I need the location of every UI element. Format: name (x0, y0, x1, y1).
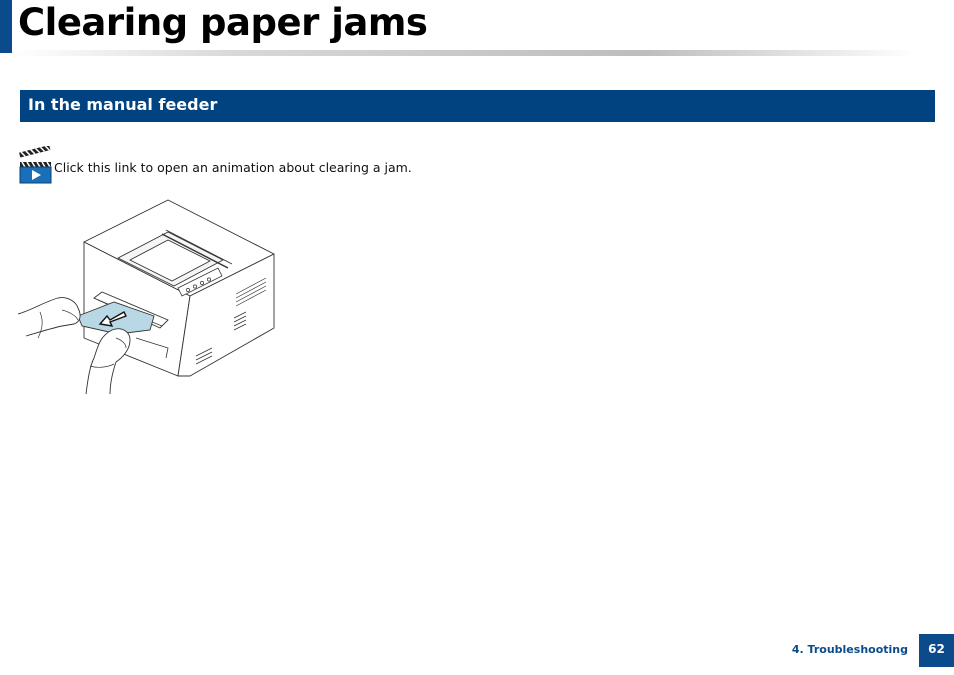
section-heading: In the manual feeder (28, 95, 218, 114)
page-title: Clearing paper jams (18, 1, 428, 44)
title-accent-bar (0, 0, 12, 53)
title-underline (12, 50, 916, 56)
page-number: 62 (919, 634, 954, 667)
animation-link[interactable]: Click this link to open an animation abo… (54, 160, 412, 175)
manual-feeder-jam-illustration (18, 199, 275, 395)
video-clapper-icon[interactable] (18, 146, 52, 184)
footer-chapter-label: 4. Troubleshooting (791, 643, 908, 656)
section-header: In the manual feeder (20, 90, 935, 122)
